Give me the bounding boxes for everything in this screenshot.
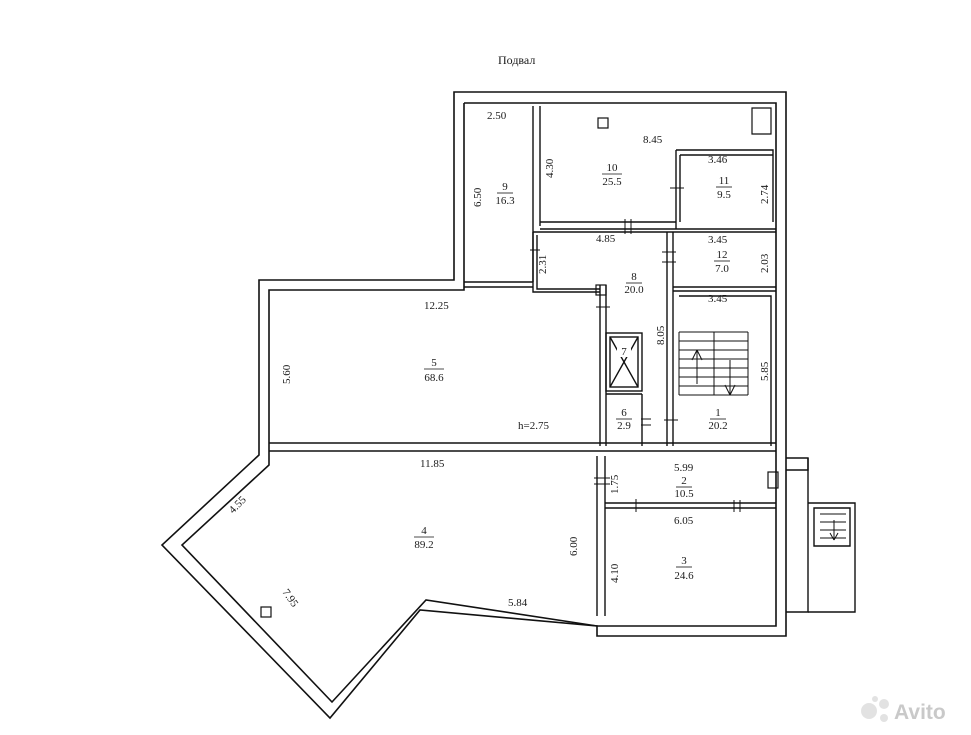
room-area: 25.5 — [602, 176, 622, 188]
dimension-label: 2.31 — [537, 255, 549, 274]
room-4-label: 4 89.2 — [414, 525, 434, 551]
plan-title: Подвал — [498, 53, 535, 67]
room-5-label: 5 68.6 — [424, 357, 444, 384]
interior-walls — [269, 106, 856, 616]
room-number: 12 — [717, 249, 728, 261]
dimension-label: 8.45 — [643, 134, 663, 146]
door-marks — [530, 187, 741, 512]
column-markers — [260, 107, 779, 618]
room-labels: 1 20.2 2 10.5 3 24.6 4 89.2 5 68.6 6 2.9 — [414, 162, 732, 582]
room-area: 16.3 — [495, 195, 515, 207]
room-number: 3 — [681, 555, 687, 567]
room-8-label: 8 20.0 — [624, 271, 644, 296]
dimension-labels: 2.50 6.50 8.45 4.30 3.46 2.74 4.85 2.31 … — [227, 110, 771, 610]
dimension-label: 5.84 — [508, 597, 528, 609]
dimension-label: 8.05 — [655, 325, 667, 345]
dimension-label: 2.74 — [759, 184, 771, 204]
room-number: 2 — [681, 475, 687, 487]
room-area: 24.6 — [674, 570, 694, 582]
room-3-label: 3 24.6 — [674, 555, 694, 582]
room-area: 20.2 — [708, 420, 727, 432]
room-number: 9 — [502, 181, 508, 193]
dimension-label: 4.30 — [544, 158, 556, 178]
room-number: 1 — [715, 407, 721, 419]
dimension-label: 2.03 — [759, 253, 771, 273]
dimension-label: 5.60 — [281, 364, 293, 384]
room-7-label: 7 — [617, 343, 631, 358]
room-1-label: 1 20.2 — [708, 407, 727, 432]
dimension-label: 6.05 — [674, 515, 694, 527]
room-area: 2.9 — [617, 420, 631, 432]
dimension-label: 3.45 — [708, 293, 728, 305]
room-area: 9.5 — [717, 189, 731, 201]
dimension-label: 3.45 — [708, 234, 728, 246]
room-area: 68.6 — [424, 372, 444, 384]
dimension-label: 6.00 — [568, 536, 580, 556]
room-number: 10 — [607, 162, 619, 174]
dimension-label: 5.99 — [674, 462, 694, 474]
dimension-label: 2.50 — [487, 110, 507, 122]
room-6-label: 6 2.9 — [616, 407, 632, 432]
room-number: 8 — [631, 271, 637, 283]
dimension-label: 4.10 — [609, 563, 621, 583]
room-area: 7.0 — [715, 263, 729, 275]
dimension-label: h=2.75 — [518, 420, 549, 432]
room-number: 7 — [621, 346, 627, 358]
room-area: 10.5 — [674, 488, 694, 500]
room-10-label: 10 25.5 — [602, 162, 622, 188]
dimension-label: 6.50 — [472, 187, 484, 207]
room-number: 6 — [621, 407, 627, 419]
avito-logo-icon — [861, 696, 889, 722]
dimension-label: 1.75 — [609, 474, 621, 494]
room-11-label: 11 9.5 — [716, 175, 732, 201]
room-9-label: 9 16.3 — [495, 181, 515, 207]
room-area: 89.2 — [414, 539, 433, 551]
room-number: 11 — [719, 175, 730, 187]
staircase — [678, 331, 846, 541]
watermark-text: Avito — [894, 701, 946, 724]
outer-walls — [160, 91, 787, 720]
room-area: 20.0 — [624, 284, 644, 296]
room-number: 4 — [421, 525, 427, 537]
dimension-label: 11.85 — [420, 458, 445, 470]
dimension-label: 5.85 — [759, 361, 771, 381]
dimension-label: 3.46 — [708, 154, 728, 166]
dimension-label: 7.95 — [280, 587, 301, 610]
dimension-label: 4.85 — [596, 233, 616, 245]
dimension-label: 12.25 — [424, 300, 449, 312]
room-2-label: 2 10.5 — [674, 475, 694, 500]
dimension-label: 4.55 — [227, 494, 249, 516]
room-number: 5 — [431, 357, 437, 369]
avito-watermark: Avito — [861, 696, 946, 724]
room-12-label: 12 7.0 — [714, 249, 730, 275]
